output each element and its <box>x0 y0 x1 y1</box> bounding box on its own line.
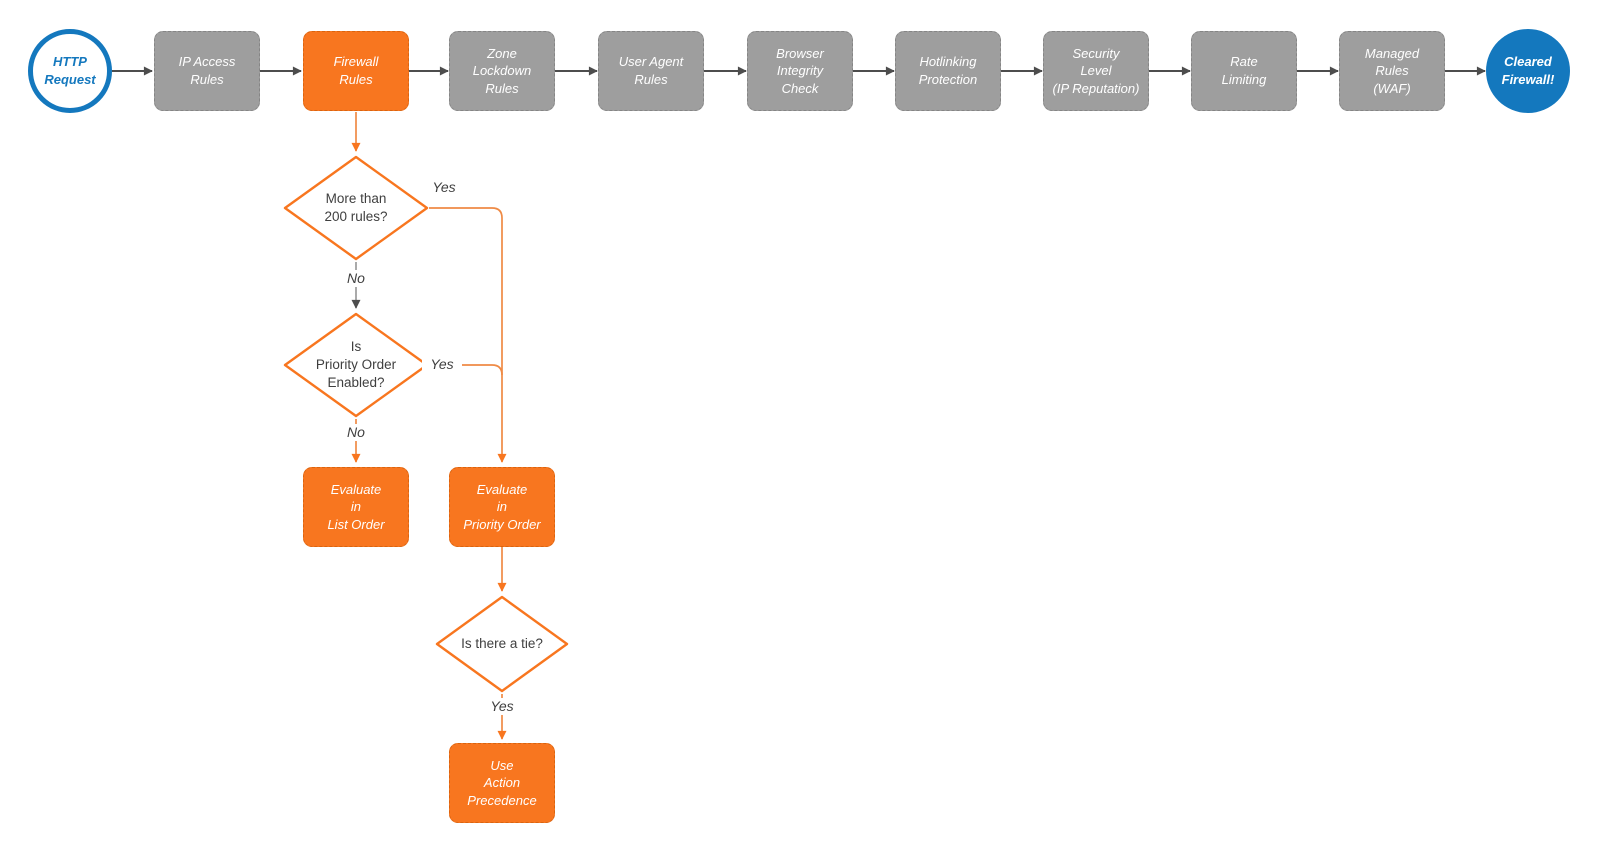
decision-is-there-a-tie <box>435 595 569 698</box>
decision-priority-order-enabled <box>283 312 429 423</box>
node-hotlinking-protection: Hotlinking Protection <box>895 31 1001 111</box>
arrow-yes1-to-priority-order <box>429 207 507 463</box>
node-firewall-rules: Firewall Rules <box>303 31 409 111</box>
node-browser-integrity-check: Browser Integrity Check <box>747 31 853 111</box>
decision-more-than-200-rules <box>283 155 429 266</box>
edge-label-yes-3: Yes <box>482 698 522 715</box>
process-evaluate-in-list-order: Evaluate in List Order <box>303 467 409 547</box>
process-use-action-precedence: Use Action Precedence <box>449 743 555 823</box>
node-ip-access-rules: IP Access Rules <box>154 31 260 111</box>
edge-label-yes-2: Yes <box>422 356 462 373</box>
decision-priority-order-enabled-label: Is Priority Order Enabled? <box>315 338 397 391</box>
node-http-request: HTTP Request <box>28 29 112 113</box>
diamond-shape <box>283 155 429 261</box>
diamond-shape <box>435 595 569 693</box>
edge-label-no-1: No <box>336 270 376 287</box>
decision-more-than-200-rules-label: More than 200 rules? <box>324 190 388 224</box>
edge-label-yes-1: Yes <box>424 179 464 196</box>
decision-is-there-a-tie-label: Is there a tie? <box>461 635 543 651</box>
diamond-shape <box>283 312 429 418</box>
edge-label-no-2: No <box>336 424 376 441</box>
node-zone-lockdown-rules: Zone Lockdown Rules <box>449 31 555 111</box>
node-cleared-firewall: Cleared Firewall! <box>1486 29 1570 113</box>
node-rate-limiting: Rate Limiting <box>1191 31 1297 111</box>
process-evaluate-in-priority-order: Evaluate in Priority Order <box>449 467 555 547</box>
node-security-level: Security Level (IP Reputation) <box>1043 31 1149 111</box>
node-managed-rules-waf: Managed Rules (WAF) <box>1339 31 1445 111</box>
node-user-agent-rules: User Agent Rules <box>598 31 704 111</box>
